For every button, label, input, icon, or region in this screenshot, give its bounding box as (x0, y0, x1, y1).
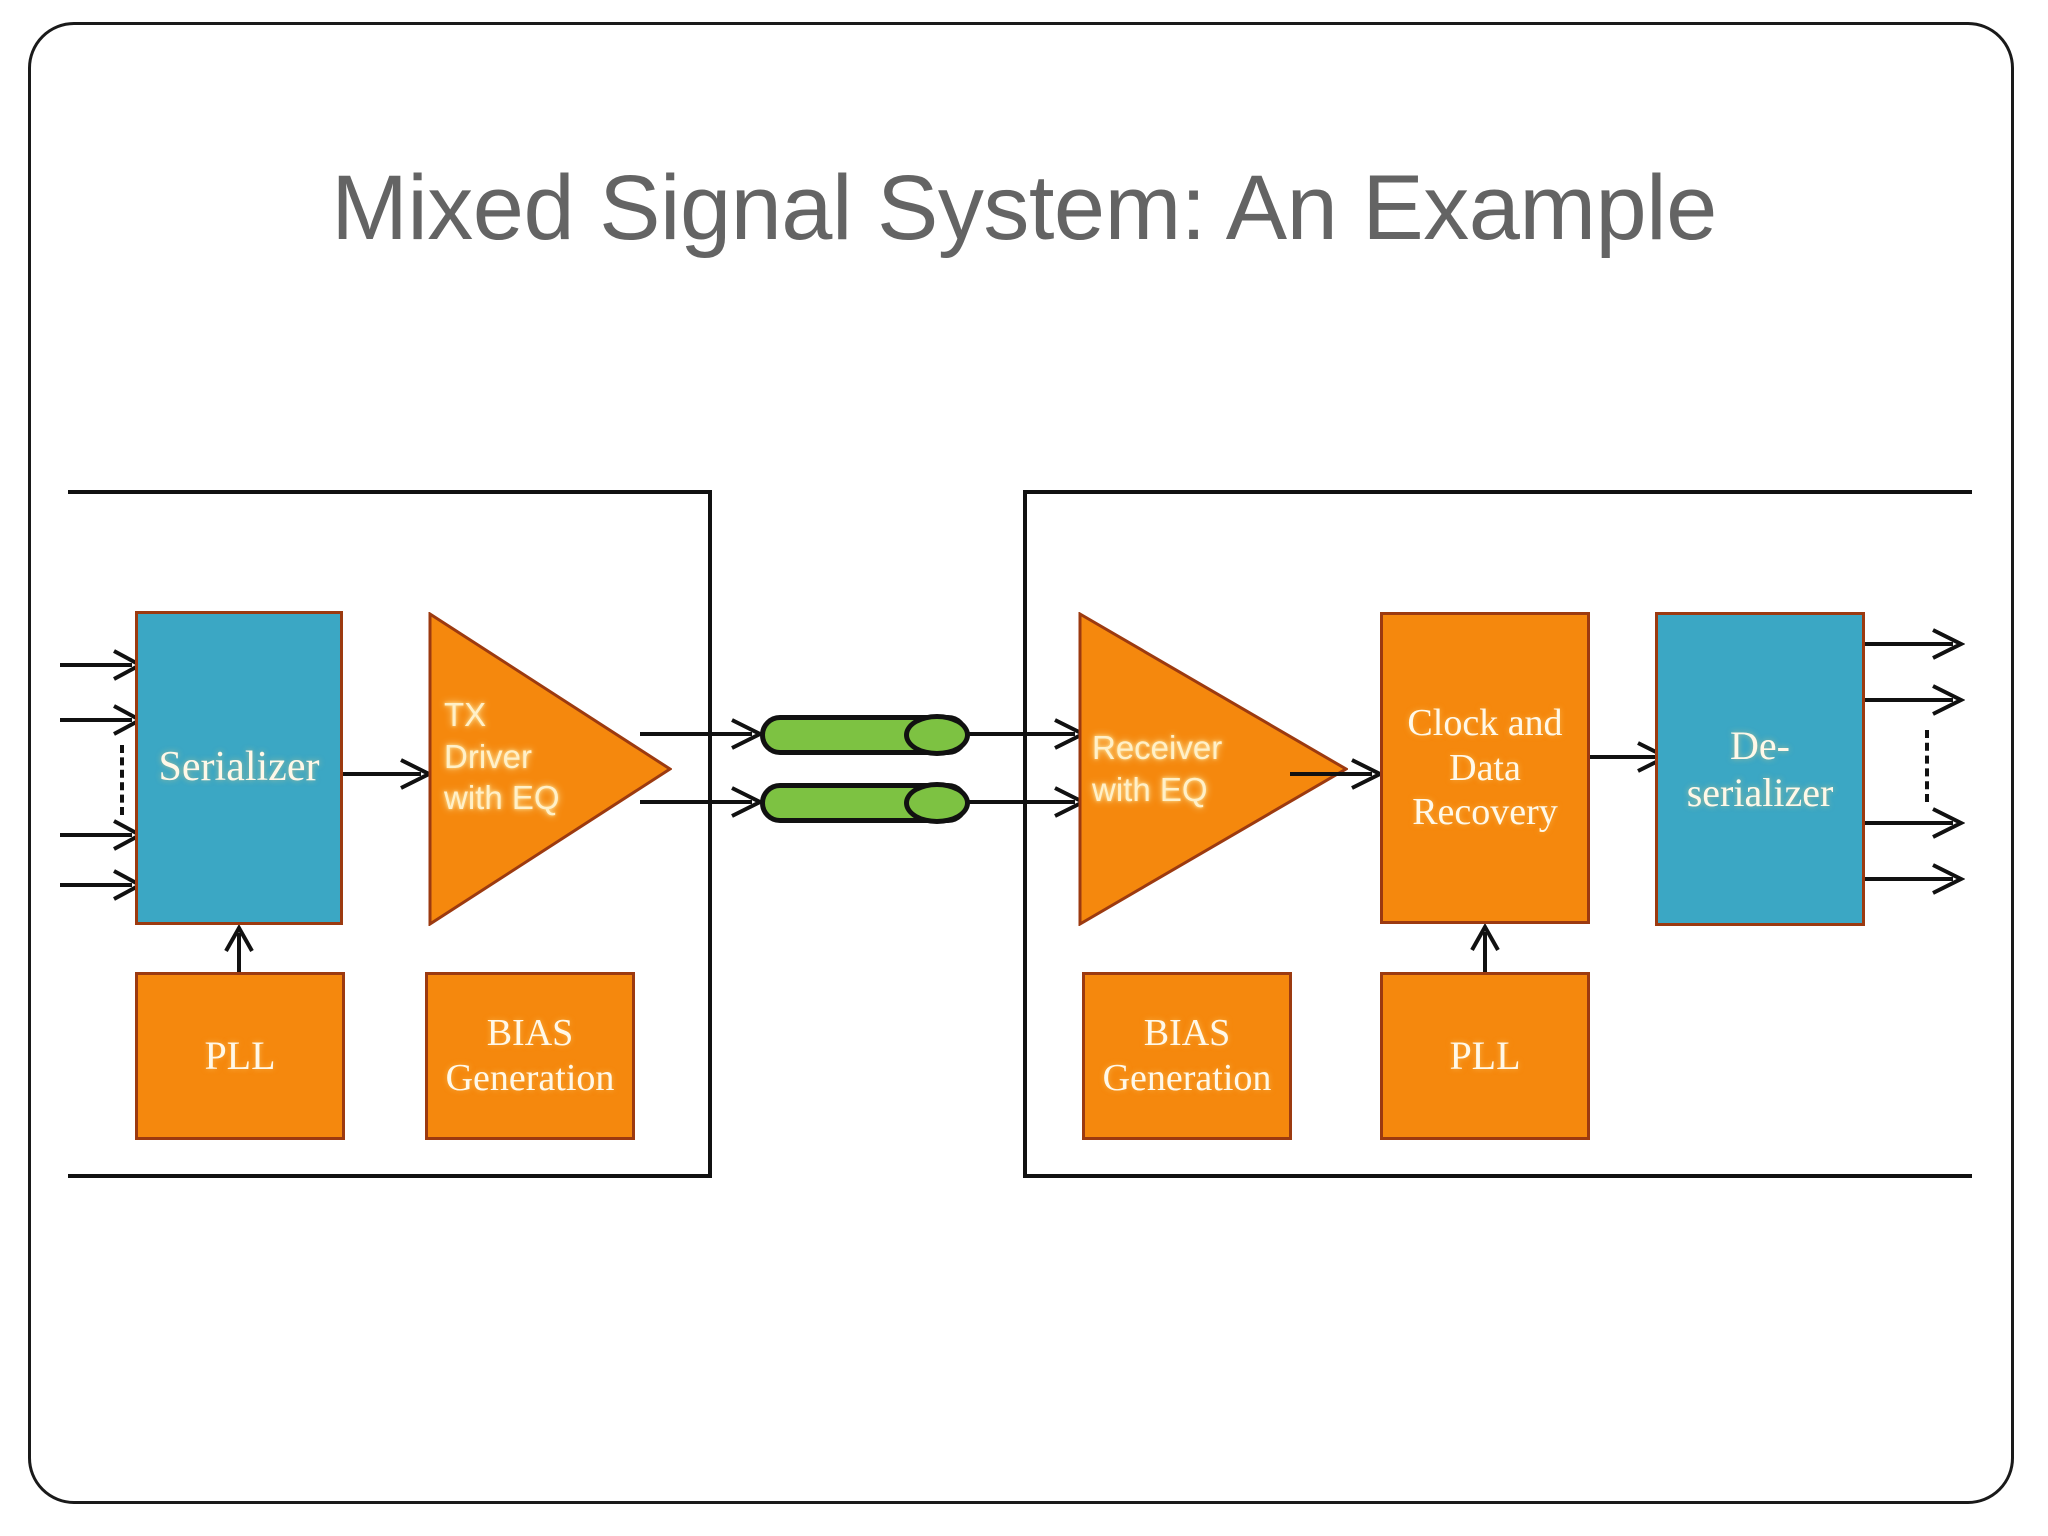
receiver-label: Receiver with EQ (1092, 729, 1223, 808)
tx-boundary-top-edge (68, 490, 712, 494)
tx-pll-label: PLL (204, 1033, 276, 1079)
rx-boundary-bottom-edge (1023, 1174, 1972, 1178)
serializer-input-arrow-3 (60, 818, 144, 852)
block-tx-driver-amplifier[interactable]: TX Driver with EQ (428, 612, 672, 926)
rx-bias-label: BIAS Generation (1102, 1012, 1272, 1099)
serializer-input-ellipsis (120, 745, 124, 815)
channel-lane-2-end-ellipse (904, 782, 970, 824)
block-rx-bias-generation[interactable]: BIAS Generation (1082, 972, 1292, 1140)
block-deserializer[interactable]: De- serializer (1655, 612, 1865, 926)
tx-bias-label: BIAS Generation (445, 1012, 615, 1099)
page-title: Mixed Signal System: An Example (331, 157, 1717, 259)
channel-lane-1 (760, 714, 970, 756)
deserializer-output-arrow-4 (1865, 862, 1965, 896)
serializer-input-arrow-4 (60, 868, 144, 902)
deserializer-output-ellipsis (1925, 730, 1929, 802)
tx-boundary-right-edge (708, 490, 712, 1178)
wire-tx-driver-to-channel-lane-2 (640, 785, 765, 819)
wire-tx-driver-to-channel-lane-1 (640, 717, 765, 751)
serializer-input-arrow-1 (60, 648, 144, 682)
block-serializer[interactable]: Serializer (135, 611, 343, 925)
tx-driver-label: TX Driver with EQ (444, 696, 560, 817)
serializer-input-arrow-2 (60, 703, 144, 737)
rx-boundary-top-edge (1023, 490, 1972, 494)
serializer-label: Serializer (158, 744, 320, 791)
receiver-chip-boundary (1023, 490, 1972, 1178)
deserializer-output-arrow-2 (1865, 683, 1965, 717)
wire-serializer-to-tx-driver (343, 757, 433, 791)
transmitter-chip-boundary (68, 490, 712, 1178)
deserializer-label: De- serializer (1686, 722, 1834, 815)
wire-channel-to-receiver-lane-2 (968, 785, 1088, 819)
channel-lane-2 (760, 782, 970, 824)
block-tx-pll[interactable]: PLL (135, 972, 345, 1140)
wire-channel-to-receiver-lane-1 (968, 717, 1088, 751)
wire-pll-to-serializer (222, 925, 256, 975)
block-tx-bias-generation[interactable]: BIAS Generation (425, 972, 635, 1140)
block-rx-pll[interactable]: PLL (1380, 972, 1590, 1140)
deserializer-output-arrow-3 (1865, 806, 1965, 840)
block-clock-and-data-recovery[interactable]: Clock and Data Recovery (1380, 612, 1590, 924)
deserializer-output-arrow-1 (1865, 627, 1965, 661)
wire-receiver-to-cdr (1290, 757, 1385, 791)
wire-pll-to-cdr (1468, 924, 1502, 974)
block-receiver-amplifier[interactable]: Receiver with EQ (1078, 612, 1348, 926)
tx-boundary-bottom-edge (68, 1174, 712, 1178)
cdr-label: Clock and Data Recovery (1407, 701, 1563, 834)
channel-lane-1-end-ellipse (904, 714, 970, 756)
rx-pll-label: PLL (1449, 1033, 1521, 1079)
rx-boundary-left-edge (1023, 490, 1027, 1178)
